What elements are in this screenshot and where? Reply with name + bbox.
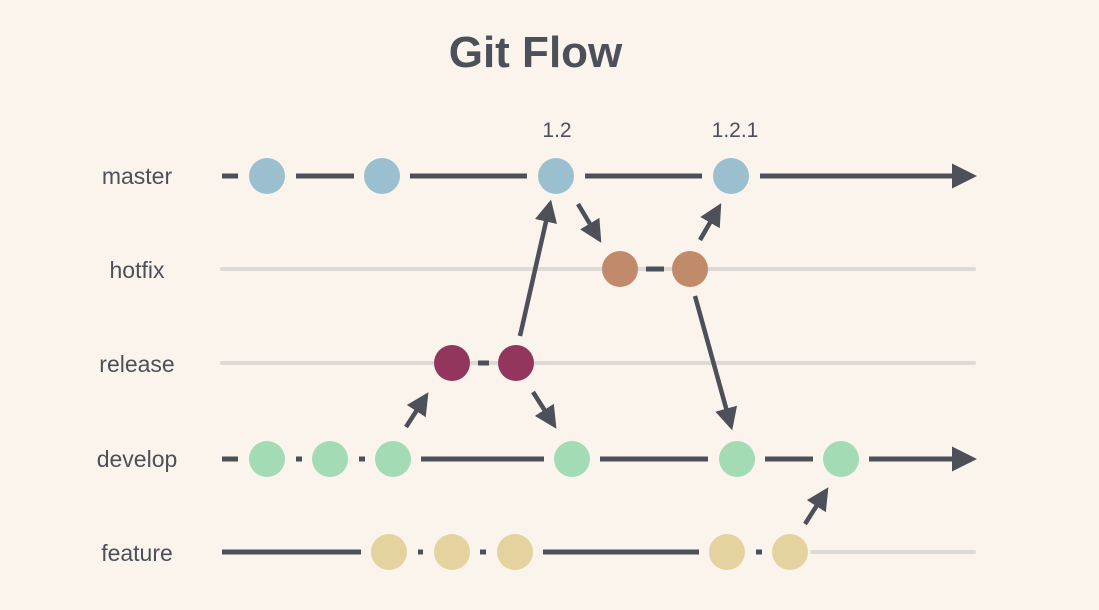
- merge-arrows: [404, 199, 829, 526]
- release-branch: [434, 345, 534, 381]
- arrow-develop-to-release: [404, 392, 429, 429]
- feature-commit-node: [497, 534, 533, 570]
- hotfix-branch: [602, 251, 708, 287]
- release-tag-1-2: 1.2: [542, 119, 572, 142]
- develop-commit-node: [554, 441, 590, 477]
- master-commit-node-1-2-1: [713, 158, 749, 194]
- develop-branch: [222, 441, 977, 477]
- arrow-hotfix-to-master: [698, 203, 722, 242]
- master-branch: [222, 158, 977, 194]
- inactive-lane-lines: [220, 267, 976, 554]
- master-commit-node-1-2: [538, 158, 574, 194]
- arrow-master-to-hotfix: [576, 202, 602, 243]
- arrow-feature-to-develop: [803, 487, 829, 526]
- feature-commit-node: [434, 534, 470, 570]
- arrow-hotfix-to-develop: [692, 295, 738, 431]
- develop-commit-node: [719, 441, 755, 477]
- arrow-release-to-develop: [531, 390, 557, 429]
- hotfix-commit-node: [672, 251, 708, 287]
- master-commit-node: [364, 158, 400, 194]
- release-commit-node: [498, 345, 534, 381]
- feature-commit-node: [709, 534, 745, 570]
- release-commit-node: [434, 345, 470, 381]
- release-tag-1-2-1: 1.2.1: [711, 119, 759, 142]
- feature-commit-node: [371, 534, 407, 570]
- arrow-release-to-master: [517, 199, 557, 337]
- master-commit-node: [249, 158, 285, 194]
- feature-branch: [222, 534, 808, 570]
- hotfix-commit-node: [602, 251, 638, 287]
- feature-commit-node: [772, 534, 808, 570]
- diagram-title: Git Flow: [448, 28, 623, 77]
- lane-label-develop: develop: [96, 446, 178, 472]
- develop-commit-node: [312, 441, 348, 477]
- lane-label-feature: feature: [101, 540, 173, 566]
- develop-commit-node: [823, 441, 859, 477]
- lane-label-master: master: [101, 163, 173, 189]
- develop-commit-node: [249, 441, 285, 477]
- lane-label-release: release: [99, 351, 175, 377]
- develop-commit-node: [375, 441, 411, 477]
- lane-label-hotfix: hotfix: [109, 257, 165, 283]
